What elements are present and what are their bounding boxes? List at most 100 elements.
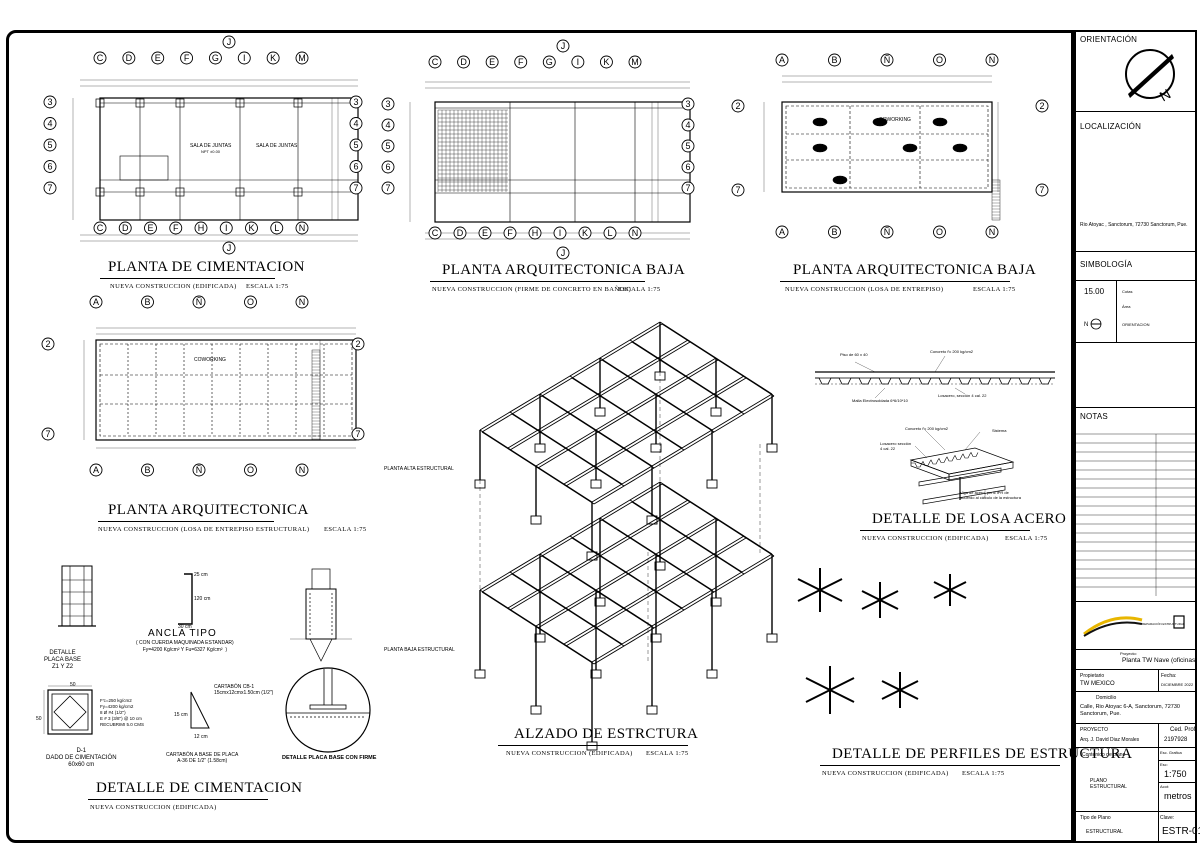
architect-row: PROYECTO Arq. J. David Diaz Morales Ced.… xyxy=(1076,724,1197,748)
svg-text:N: N xyxy=(632,228,639,238)
plan-type-label: Tipo de Plano xyxy=(1080,815,1111,821)
svg-text:A: A xyxy=(93,465,99,475)
svg-text:5: 5 xyxy=(685,141,690,151)
svg-text:A: A xyxy=(779,227,785,237)
arq-axis-bottom-Ñ-2: Ñ xyxy=(192,463,206,477)
arq_baja_1-axis-right-7-4: 7 xyxy=(681,181,695,195)
svg-text:E: E xyxy=(489,57,495,67)
cimentacion-axis-bottom-N-8: N xyxy=(295,221,309,235)
notes-box: NOTAS xyxy=(1076,408,1195,602)
svg-text:3: 3 xyxy=(47,97,52,107)
plan-cimentacion-title: PLANTA DE CIMENTACION xyxy=(108,259,305,275)
svg-text:F: F xyxy=(173,223,179,233)
arq-axis-top-Ñ-2: Ñ xyxy=(192,295,206,309)
svg-text:D: D xyxy=(126,53,133,63)
iso-label-baja: PLANTA BAJA ESTRUCTURAL xyxy=(384,647,455,653)
cimentacion-axis-right-6-3: 6 xyxy=(349,160,363,173)
arq_baja_2-axis-top-Ñ-2: Ñ xyxy=(880,53,894,67)
symbol-cotas: Cotas xyxy=(1122,289,1133,294)
svg-text:C: C xyxy=(432,228,439,238)
symbol-n: N xyxy=(1084,322,1089,328)
svg-text:5: 5 xyxy=(385,141,390,151)
plan-key-row: Tipo de Plano ESTRUCTURAL Clave: ESTR-01 xyxy=(1076,812,1200,841)
svg-text:D: D xyxy=(460,57,467,67)
arq_baja_1-axis-bottom-E-2: E xyxy=(478,226,492,240)
content-label: Contenido de plano xyxy=(1082,752,1126,758)
losa-title: DETALLE DE LOSA ACERO xyxy=(872,511,1067,527)
svg-text:C: C xyxy=(432,57,439,67)
cimentacion-axis-bottom-L-7: L xyxy=(270,221,284,235)
arq_baja_1-axis-top-E-2: E xyxy=(485,55,499,69)
arq-axis-right-2-0: 2 xyxy=(351,337,365,351)
room-label-b: SALA DE JUNTAS xyxy=(256,143,298,149)
svg-text:A: A xyxy=(779,55,785,65)
cartabon-title: CARTABÓN A BASE DE PLACA A-36 DE 1/2" (1… xyxy=(166,752,239,764)
ancla-dim-mid: 120 cm xyxy=(194,596,211,602)
arq_baja_1-axis-right-3-0: 3 xyxy=(681,97,695,111)
svg-text:6: 6 xyxy=(685,162,690,172)
arq_baja_1-axis-bottom-D-1: D xyxy=(453,226,467,240)
cimentacion-axis-top-I-5: I xyxy=(237,51,251,65)
symbol-compass-icon xyxy=(1090,318,1102,330)
svg-text:N: N xyxy=(299,297,306,307)
svg-text:J: J xyxy=(561,248,566,258)
svg-text:2: 2 xyxy=(45,339,50,349)
coworking-label-1: COWORKING xyxy=(879,117,911,123)
arq_baja_2-axis-right-2-0: 2 xyxy=(1035,99,1049,113)
svg-text:B: B xyxy=(144,465,150,475)
owner-row: Propietario TW MEXICO Fecha: DICIEMBRE 2… xyxy=(1076,670,1195,692)
logo-box: REPARACIÓN ESTRUCTURAL xyxy=(1076,602,1195,650)
room-label-a: SALA DE JUNTAS xyxy=(190,143,232,149)
svg-text:Ñ: Ñ xyxy=(884,55,891,65)
arq_baja_1-axis-bottom-L-7: L xyxy=(603,226,617,240)
svg-text:7: 7 xyxy=(45,429,50,439)
svg-text:O: O xyxy=(936,227,943,237)
project-row: Proyecto: Planta TW Nave (oficinas) xyxy=(1076,650,1197,670)
cimentacion-axis-left-3-0: 3 xyxy=(43,95,57,109)
furniture-6 xyxy=(832,175,848,185)
losa-note-malla: Malla Electrosoldada 6*6/10*10 xyxy=(852,398,908,403)
cimentacion-axis-bottom-j: J xyxy=(222,241,236,255)
iso-label-alta: PLANTA ALTA ESTRUCTURAL xyxy=(384,466,454,472)
cartabon-dim-h: 12 cm xyxy=(194,734,208,740)
svg-text:2: 2 xyxy=(1039,101,1044,111)
arq-axis-bottom-A-0: A xyxy=(89,463,103,477)
arq_baja_1-axis-left-4-1: 4 xyxy=(381,118,395,132)
title-block xyxy=(1074,30,1197,843)
svg-text:G: G xyxy=(212,53,219,63)
arq-axis-left-7-1: 7 xyxy=(41,427,55,441)
svg-text:L: L xyxy=(274,223,279,233)
cimentacion-axis-bottom-C-0: C xyxy=(93,221,107,235)
svg-text:O: O xyxy=(247,297,254,307)
cartabon-dim-v: 15 cm xyxy=(174,712,188,718)
arq_baja_2-axis-top-O-3: O xyxy=(933,53,946,67)
arq_baja_1-axis-bottom-j: J xyxy=(556,246,570,260)
symbology-heading: SIMBOLOGÍA xyxy=(1080,260,1133,269)
arq_baja_1-axis-top-I-5: I xyxy=(571,55,585,69)
svg-text:7: 7 xyxy=(735,185,740,195)
losa-note-piso: Piso de 60 x 40 xyxy=(840,352,868,357)
plan-arq-title: PLANTA ARQUITECTONICA xyxy=(108,502,309,518)
svg-text:Ñ: Ñ xyxy=(884,227,891,237)
svg-text:7: 7 xyxy=(47,183,52,193)
svg-text:B: B xyxy=(831,55,837,65)
footing-4 xyxy=(293,98,303,108)
svg-text:N: N xyxy=(989,55,996,65)
furniture-2 xyxy=(932,117,948,127)
arq_baja_1-axis-left-7-4: 7 xyxy=(381,181,395,195)
svg-text:E: E xyxy=(155,53,161,63)
cimentacion-axis-top-j: J xyxy=(222,35,236,49)
arq_baja_1-axis-top-G-4: G xyxy=(542,55,556,69)
svg-text:K: K xyxy=(582,228,588,238)
arq_baja_1-axis-bottom-F-3: F xyxy=(503,226,517,240)
arq_baja_1-axis-right-6-3: 6 xyxy=(681,160,695,174)
svg-text:M: M xyxy=(298,53,306,63)
cimentacion-axis-top-D-1: D xyxy=(122,51,136,65)
svg-text:B: B xyxy=(831,227,837,237)
placa-base-title: DETALLE PLACA BASE Z1 Y Z2 xyxy=(44,650,82,670)
svg-text:H: H xyxy=(532,228,539,238)
arq_baja_1-axis-left-3-0: 3 xyxy=(381,97,395,111)
